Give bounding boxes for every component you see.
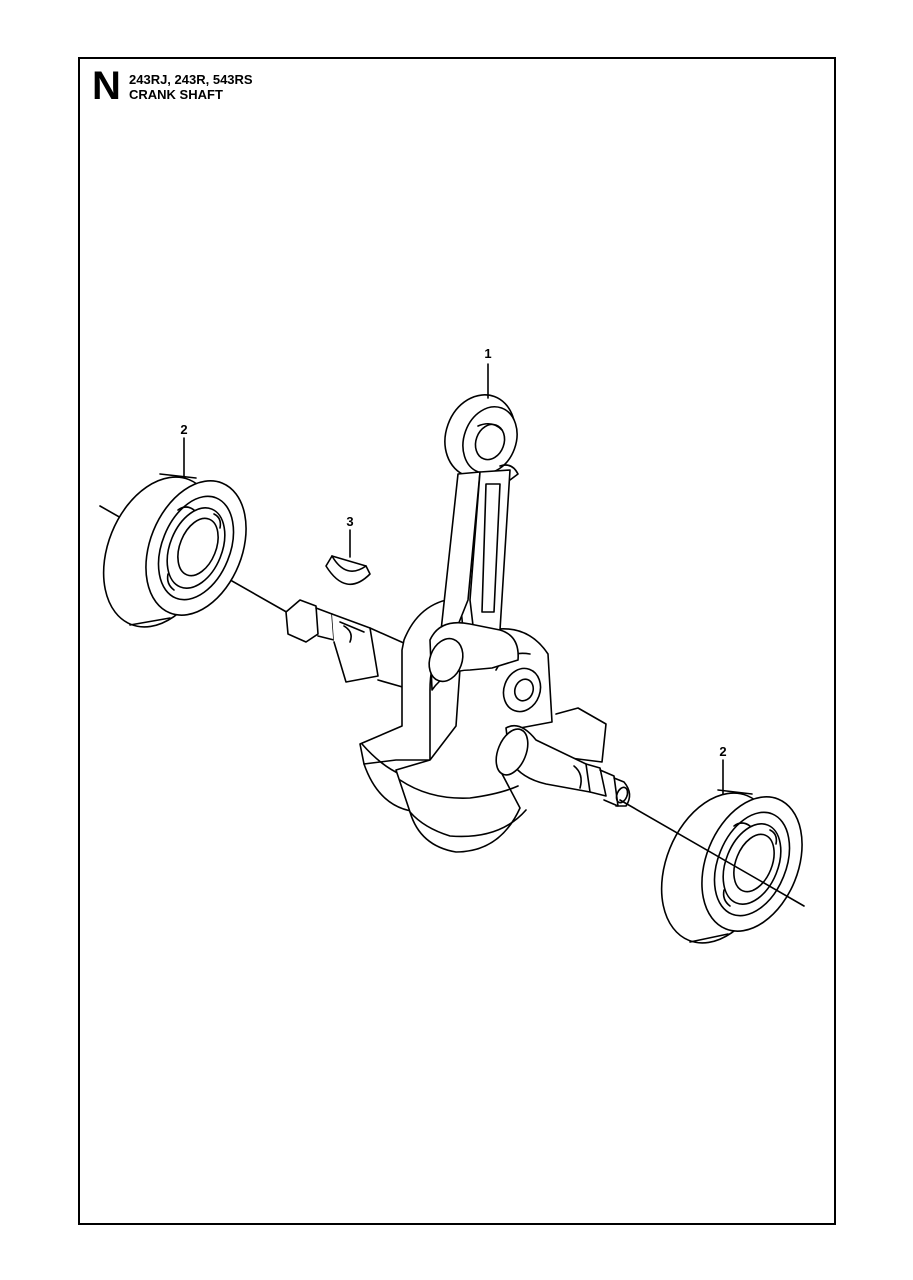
callout-3: 3 (346, 514, 353, 529)
woodruff-key (325, 555, 371, 585)
bearing-left (102, 473, 247, 628)
callout-2-left: 2 (180, 422, 187, 437)
section-letter: N (92, 64, 121, 108)
page-header: 243RJ, 243R, 543RS CRANK SHAFT (129, 72, 253, 102)
model-list: 243RJ, 243R, 543RS (129, 72, 253, 87)
callout-1: 1 (484, 346, 491, 361)
axis-line-right (619, 799, 805, 907)
callout-2-right: 2 (719, 744, 726, 759)
page-frame (78, 57, 836, 1225)
bearing-right (660, 789, 803, 944)
page-title: CRANK SHAFT (129, 87, 223, 102)
connecting-rod (428, 394, 519, 691)
